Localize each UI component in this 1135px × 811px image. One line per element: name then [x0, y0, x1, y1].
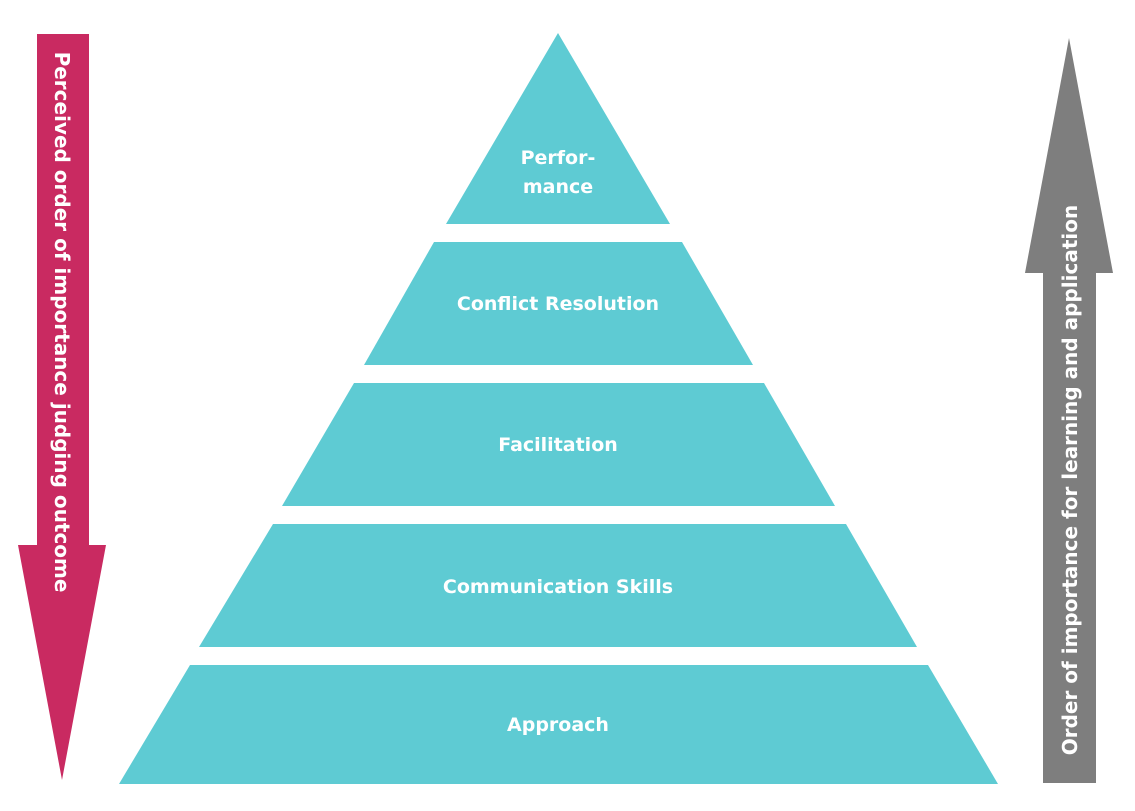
- left-arrow-label: Perceived order of importance judging ou…: [50, 52, 74, 593]
- tier-facilitation: [282, 383, 835, 506]
- right-arrow: Order of importance for learning and app…: [1025, 38, 1113, 783]
- left-arrow: Perceived order of importance judging ou…: [18, 34, 106, 780]
- tier-performance-label-line1: Perfor-: [521, 147, 596, 169]
- tier-conflict-resolution: [364, 242, 753, 365]
- tier-facilitation-label: Facilitation: [498, 434, 618, 456]
- right-arrow-shape: [1025, 38, 1113, 783]
- left-arrow-shape: [18, 34, 106, 780]
- right-arrow-label: Order of importance for learning and app…: [1058, 205, 1082, 756]
- tier-approach-label: Approach: [507, 714, 609, 736]
- tier-communication-skills-label: Communication Skills: [443, 576, 673, 598]
- tier-approach: [119, 665, 998, 784]
- tier-performance: [446, 33, 670, 224]
- pyramid: Perfor- mance Conflict Resolution Facili…: [119, 33, 998, 784]
- tier-conflict-resolution-label: Conflict Resolution: [457, 293, 659, 315]
- tier-communication-skills: [199, 524, 917, 647]
- tier-performance-label-line2: mance: [523, 176, 593, 198]
